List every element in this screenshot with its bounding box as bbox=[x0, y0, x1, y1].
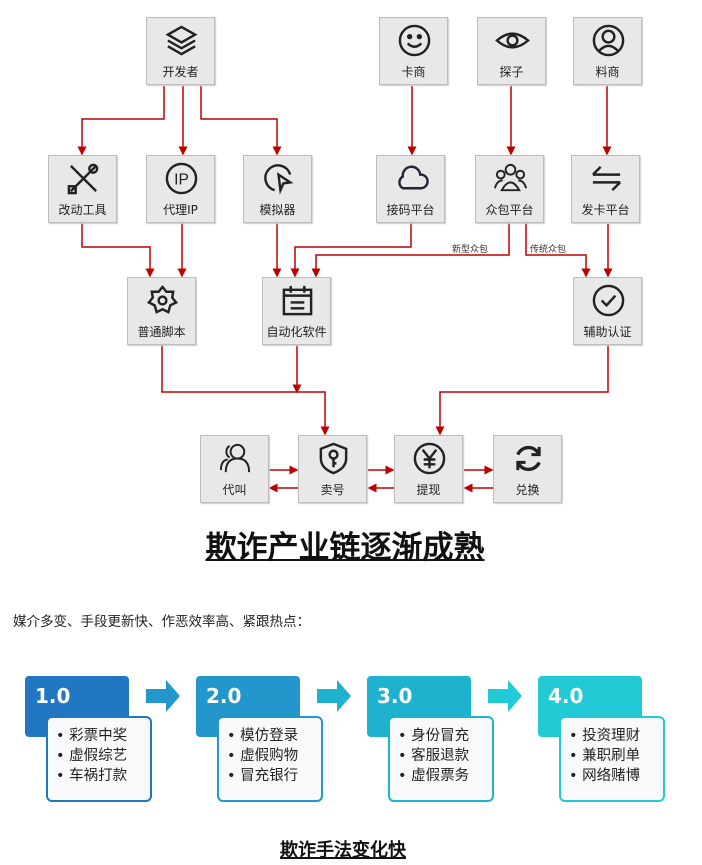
node-emulator: 模拟器 bbox=[243, 155, 312, 223]
tools-icon bbox=[67, 163, 99, 195]
arrow-right-icon bbox=[488, 680, 522, 712]
shield-key-icon bbox=[319, 442, 348, 475]
group-icon bbox=[494, 163, 527, 192]
node-crowd-platform: 众包平台 bbox=[475, 155, 544, 223]
stage-version: 4.0 bbox=[548, 684, 584, 708]
chain-title-text: 欺诈产业链逐渐成熟 bbox=[205, 530, 485, 566]
stage-item-text: 模仿登录 bbox=[240, 728, 299, 744]
stage-item-text: 车祸打款 bbox=[69, 768, 128, 784]
arrow-right-icon bbox=[317, 680, 351, 712]
stage-item-text: 虚假票务 bbox=[411, 768, 470, 784]
edge bbox=[290, 223, 412, 278]
stage-item-text: 彩票中奖 bbox=[69, 728, 128, 744]
yen-coin-icon bbox=[413, 442, 446, 475]
stage-item: • 兼职刷单 bbox=[569, 748, 641, 764]
svg-text:IP: IP bbox=[174, 171, 189, 188]
node-card-dealer: 卡商 bbox=[379, 17, 448, 85]
node-automation: 自动化软件 bbox=[262, 277, 331, 345]
edge bbox=[525, 223, 591, 278]
calendar-icon bbox=[282, 285, 313, 316]
stage-item: • 虚假购物 bbox=[227, 748, 299, 764]
stage-item-text: 冒充银行 bbox=[240, 768, 299, 784]
stage-version: 2.0 bbox=[206, 684, 242, 708]
stage-item: • 虚假综艺 bbox=[56, 748, 128, 764]
node-developer: 开发者 bbox=[146, 17, 215, 85]
edge bbox=[81, 223, 155, 278]
node-scout: 探子 bbox=[477, 17, 546, 85]
intro-text: 媒介多变、手段更新快、作恶效率高、紧跟热点： bbox=[13, 614, 310, 630]
stage-item-text: 虚假综艺 bbox=[69, 748, 128, 764]
node-data-dealer: 料商 bbox=[573, 17, 642, 85]
stages-title: 欺诈手法变化快 bbox=[0, 836, 686, 862]
stage-card: • 模仿登录 • 虚假购物 • 冒充银行 bbox=[217, 716, 323, 802]
node-exchange: 兑换 bbox=[493, 435, 562, 503]
eye-icon bbox=[495, 32, 530, 49]
stage-item-text: 投资理财 bbox=[582, 728, 641, 744]
stages-title-text: 欺诈手法变化快 bbox=[280, 840, 406, 861]
stage-item: • 身份冒充 bbox=[398, 728, 470, 744]
node-card-platform: 发卡平台 bbox=[571, 155, 640, 223]
stage-card: • 彩票中奖 • 虚假综艺 • 车祸打款 bbox=[46, 716, 152, 802]
edge bbox=[435, 345, 609, 436]
cloud-icon bbox=[398, 165, 429, 190]
stage-item: • 网络赌博 bbox=[569, 768, 641, 784]
smile-icon bbox=[398, 24, 431, 57]
node-auth-assist: 辅助认证 bbox=[573, 277, 642, 345]
stage-item-text: 虚假购物 bbox=[240, 748, 299, 764]
stage-version: 1.0 bbox=[35, 684, 71, 708]
stage-item: • 模仿登录 bbox=[227, 728, 299, 744]
stage-item-text: 网络赌博 bbox=[582, 768, 641, 784]
check-circle-icon bbox=[592, 284, 625, 317]
users-icon bbox=[219, 443, 251, 473]
stage-card: • 投资理财 • 兼职刷单 • 网络赌博 bbox=[559, 716, 665, 802]
edge-label-new-crowd: 新型众包 bbox=[452, 245, 489, 255]
chain-title: 欺诈产业链逐渐成熟 bbox=[0, 522, 690, 567]
node-sms-platform: 接码平台 bbox=[376, 155, 445, 223]
stage-item-text: 兼职刷单 bbox=[582, 748, 641, 764]
edge bbox=[200, 86, 282, 156]
node-modify-tools: 改动工具 bbox=[48, 155, 117, 223]
stage-card: • 身份冒充 • 客服退款 • 虚假票务 bbox=[388, 716, 494, 802]
node-script: 普通脚本 bbox=[127, 277, 196, 345]
node-proxy-ip: IP 代理IP bbox=[146, 155, 215, 223]
stage-item: • 客服退款 bbox=[398, 748, 470, 764]
ip-icon: IP bbox=[165, 162, 198, 195]
arrow-right-icon bbox=[146, 680, 180, 712]
layers-icon bbox=[165, 25, 198, 56]
stage-item-text: 客服退款 bbox=[411, 748, 470, 764]
stage-item-text: 身份冒充 bbox=[411, 728, 470, 744]
user-circle-icon bbox=[592, 24, 625, 57]
node-cash-out: 提现 bbox=[394, 435, 463, 503]
gear-icon bbox=[147, 284, 178, 314]
stage-item: • 冒充银行 bbox=[227, 768, 299, 784]
stage-item: • 车祸打款 bbox=[56, 768, 128, 784]
cursor-click-icon bbox=[264, 164, 294, 195]
connector-lines bbox=[77, 86, 613, 493]
node-sell-account: 卖号 bbox=[298, 435, 367, 503]
swap-arrows-icon bbox=[592, 165, 621, 192]
refresh-icon bbox=[516, 445, 541, 472]
edge bbox=[161, 345, 330, 436]
edge-label-traditional-crowd: 传统众包 bbox=[530, 245, 567, 255]
stage-item: • 彩票中奖 bbox=[56, 728, 128, 744]
stage-version: 3.0 bbox=[377, 684, 413, 708]
edge bbox=[77, 86, 165, 156]
stage-item: • 投资理财 bbox=[569, 728, 641, 744]
edge bbox=[311, 223, 510, 278]
stage-item: • 虚假票务 bbox=[398, 768, 470, 784]
node-proxy-call: 代叫 bbox=[200, 435, 269, 503]
